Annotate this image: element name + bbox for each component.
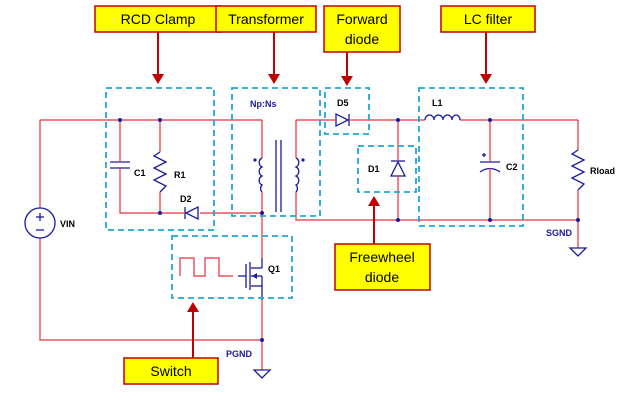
d5-diode — [333, 112, 355, 128]
sgnd-label: SGND — [546, 228, 573, 238]
q1-label: Q1 — [268, 264, 280, 274]
rcd-clamp-block — [105, 87, 215, 231]
forward-diode-callout: Forward diode — [323, 5, 401, 53]
c1-capacitor — [110, 160, 130, 188]
transformer-callout-text: Transformer — [228, 11, 304, 27]
rload-resistor — [570, 149, 586, 191]
pgnd-label: PGND — [226, 349, 253, 359]
transformer-callout: Transformer — [215, 5, 317, 33]
forward-diode-callout-text-1: Forward — [336, 11, 387, 27]
freewheel-diode-callout-text-2: diode — [365, 269, 399, 285]
lc-filter-callout: LC filter — [440, 5, 536, 33]
lc-filter-callout-text: LC filter — [464, 11, 513, 27]
transformer-secondary-winding — [294, 157, 305, 193]
freewheel-diode-block — [357, 145, 417, 193]
d2-label: D2 — [180, 194, 192, 204]
switch-callout-text: Switch — [150, 363, 191, 379]
c2-label: C2 — [506, 162, 518, 172]
gate-pulse-waveform-icon — [179, 257, 233, 277]
freewheel-diode-callout-text-1: Freewheel — [349, 249, 414, 265]
transformer-block — [231, 87, 321, 217]
l1-label: L1 — [432, 98, 443, 108]
l1-inductor — [424, 114, 461, 121]
d5-label: D5 — [337, 98, 349, 108]
vin-source — [24, 207, 56, 239]
transformer-primary-winding — [253, 157, 264, 193]
pgnd-ground-symbol — [252, 369, 272, 379]
forward-diode-block — [324, 87, 370, 135]
rload-label: Rload — [590, 166, 615, 176]
forward-diode-callout-text-2: diode — [345, 31, 379, 47]
rcd-clamp-callout: RCD Clamp — [94, 5, 222, 33]
turns-ratio-label: Np:Ns — [250, 99, 277, 109]
r1-label: R1 — [174, 170, 186, 180]
vin-label: VIN — [60, 219, 75, 229]
d1-diode — [389, 150, 407, 182]
q1-mosfet — [238, 252, 263, 300]
rcd-clamp-callout-text: RCD Clamp — [121, 11, 196, 27]
c2-capacitor — [479, 153, 501, 180]
d1-label: D1 — [368, 164, 380, 174]
lc-filter-block — [418, 87, 524, 227]
c1-label: C1 — [134, 168, 146, 178]
junction-nodes — [118, 118, 580, 342]
switch-callout: Switch — [123, 357, 219, 385]
sgnd-ground-symbol — [568, 247, 588, 257]
callout-arrows — [152, 32, 492, 358]
wiring — [39, 119, 579, 370]
freewheel-diode-callout: Freewheel diode — [334, 243, 431, 291]
r1-resistor — [152, 151, 168, 193]
switch-block — [171, 235, 293, 299]
transformer-core — [275, 140, 282, 212]
d2-diode — [180, 205, 199, 221]
